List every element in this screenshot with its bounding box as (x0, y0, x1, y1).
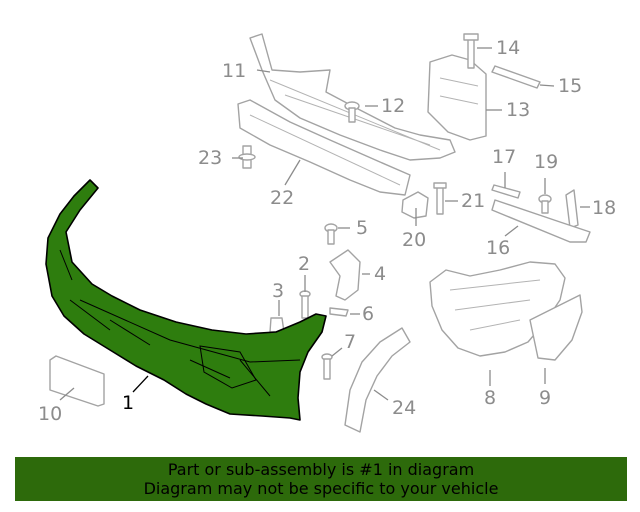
callout-14: 14 (496, 37, 520, 59)
part-19-screw[interactable] (538, 194, 552, 214)
part-7-screw[interactable] (321, 353, 333, 380)
part-14-bolt[interactable] (463, 33, 479, 69)
callout-4: 4 (374, 263, 386, 285)
part-21-bolt[interactable] (433, 182, 447, 215)
part-2-screw[interactable] (299, 290, 311, 319)
callout-23: 23 (198, 147, 222, 169)
banner-line-1: Part or sub-assembly is #1 in diagram (167, 460, 475, 479)
part-12-screw[interactable] (344, 101, 360, 123)
part-18-bracket[interactable] (565, 189, 579, 229)
callout-20: 20 (402, 229, 426, 251)
part-16-bar[interactable] (491, 199, 591, 243)
parts-diagram: 1 2 3 4 5 6 7 8 9 10 11 12 13 14 15 16 1… (38, 33, 616, 433)
callout-1: 1 (122, 392, 134, 414)
callout-2: 2 (298, 253, 310, 275)
part-24-liner[interactable] (344, 327, 411, 433)
part-15-strip[interactable] (491, 65, 541, 89)
part-17-bracket[interactable] (491, 184, 521, 199)
callout-21: 21 (461, 190, 485, 212)
part-4-bracket[interactable] (329, 249, 361, 301)
callout-10: 10 (38, 403, 62, 425)
part-5-screw[interactable] (324, 223, 338, 245)
part-22-absorber[interactable] (237, 99, 411, 196)
part-6-clip[interactable] (329, 307, 349, 317)
callout-8: 8 (484, 387, 496, 409)
callout-13: 13 (506, 99, 530, 121)
callout-24: 24 (392, 397, 416, 419)
banner-line-2: Diagram may not be specific to your vehi… (143, 479, 499, 498)
part-23-clip[interactable] (238, 145, 256, 169)
callout-19: 19 (534, 151, 558, 173)
part-1-bumper-cover[interactable] (45, 179, 327, 421)
callout-3: 3 (272, 280, 284, 302)
callout-15: 15 (558, 75, 582, 97)
callout-16: 16 (486, 237, 510, 259)
callout-12: 12 (381, 95, 405, 117)
part-9-bracket[interactable] (529, 294, 583, 361)
callout-17: 17 (492, 146, 516, 168)
part-20-bracket[interactable] (401, 191, 429, 219)
callout-9: 9 (539, 387, 551, 409)
part-10-bracket[interactable] (49, 355, 105, 407)
info-banner: Part or sub-assembly is #1 in diagram Di… (15, 457, 627, 501)
callout-18: 18 (592, 197, 616, 219)
callout-6: 6 (362, 303, 374, 325)
part-13-bracket[interactable] (427, 54, 487, 141)
callout-7: 7 (344, 331, 356, 353)
callout-22: 22 (270, 187, 294, 209)
callout-11: 11 (222, 60, 246, 82)
callout-5: 5 (356, 217, 368, 239)
